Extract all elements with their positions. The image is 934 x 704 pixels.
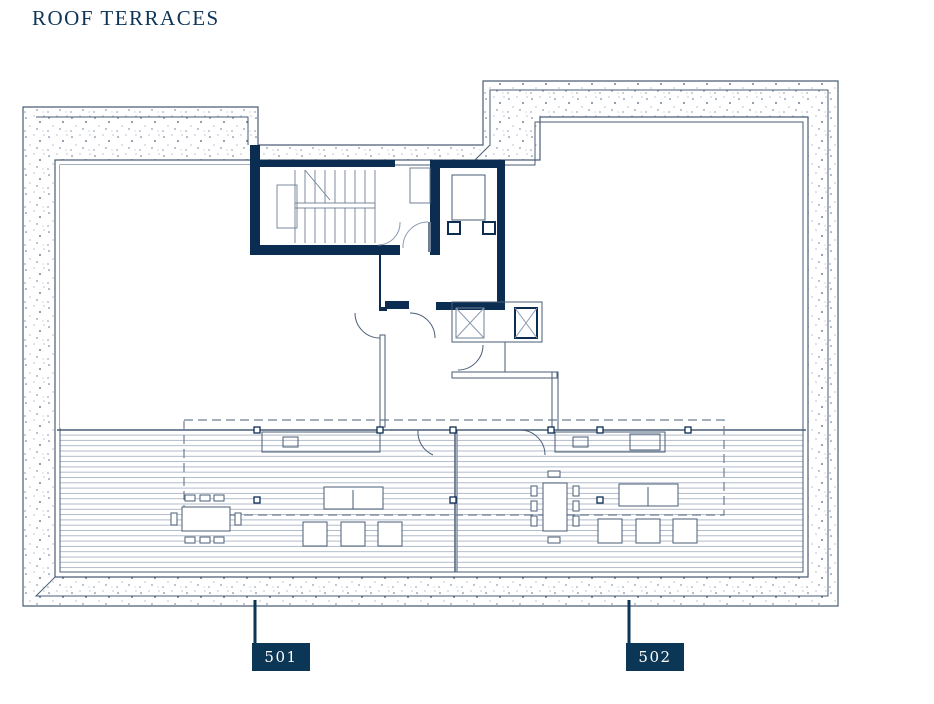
furniture-502 xyxy=(530,470,698,544)
lift-core xyxy=(402,160,543,343)
unit-501-label[interactable]: 501 xyxy=(252,643,310,671)
page-title: ROOF TERRACES xyxy=(32,6,220,30)
stair-core xyxy=(250,145,409,311)
furniture-501 xyxy=(170,486,403,547)
unit-502-label[interactable]: 502 xyxy=(626,643,684,671)
